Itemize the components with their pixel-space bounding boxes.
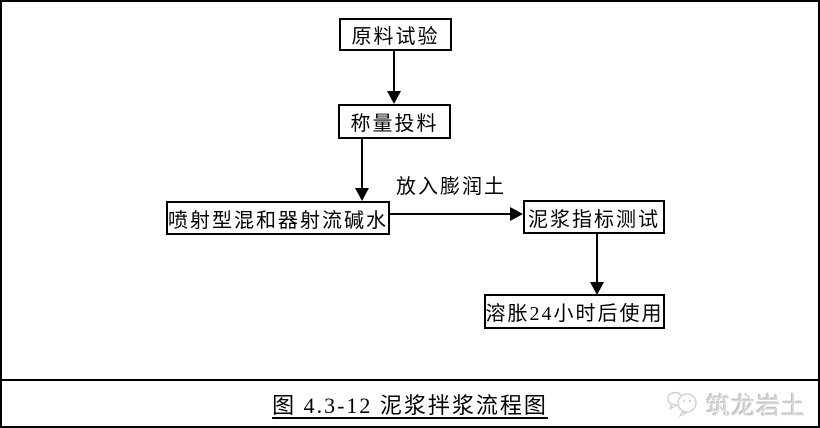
arrowhead-down-icon: [355, 188, 369, 201]
arrow-line-mixer-to-mudtest: [390, 213, 510, 215]
arrow-line-mudtest-to-use: [596, 234, 598, 282]
watermark-text: 筑龙岩土: [706, 393, 806, 420]
arrow-line-weighing-to-mixer: [361, 139, 363, 188]
flow-node-weighing-feeding: 称量投料: [338, 104, 451, 139]
flow-node-mud-index-test: 泥浆指标测试: [523, 200, 665, 234]
arrowhead-down-icon: [387, 91, 401, 104]
flow-node-label: 原料试验: [351, 26, 440, 48]
caption-divider-line: [2, 379, 818, 381]
flow-node-use-after-swelling: 溶胀24小时后使用: [484, 294, 665, 329]
arrowhead-down-icon: [590, 282, 604, 295]
flow-node-raw-material-test: 原料试验: [339, 18, 452, 51]
edge-label-add-bentonite: 放入膨润土: [396, 176, 506, 198]
arrowhead-right-icon: [510, 207, 523, 221]
speech-bubbles-icon: [666, 388, 700, 418]
flow-node-label: 喷射型混和器射流碱水: [168, 209, 388, 232]
flow-node-label: 溶胀24小时后使用: [485, 303, 664, 325]
flow-node-label: 称量投料: [350, 113, 439, 135]
watermark-logo: 筑龙岩土: [666, 383, 806, 423]
flow-node-label: 泥浆指标测试: [528, 208, 660, 231]
caption-strip: 图 4.3-12 泥浆拌浆流程图: [2, 381, 818, 426]
arrow-line-raw-to-weighing: [393, 51, 395, 91]
flow-node-jet-mixer-alkaline-water: 喷射型混和器射流碱水: [166, 201, 390, 235]
figure-caption: 图 4.3-12 泥浆拌浆流程图: [272, 392, 548, 418]
